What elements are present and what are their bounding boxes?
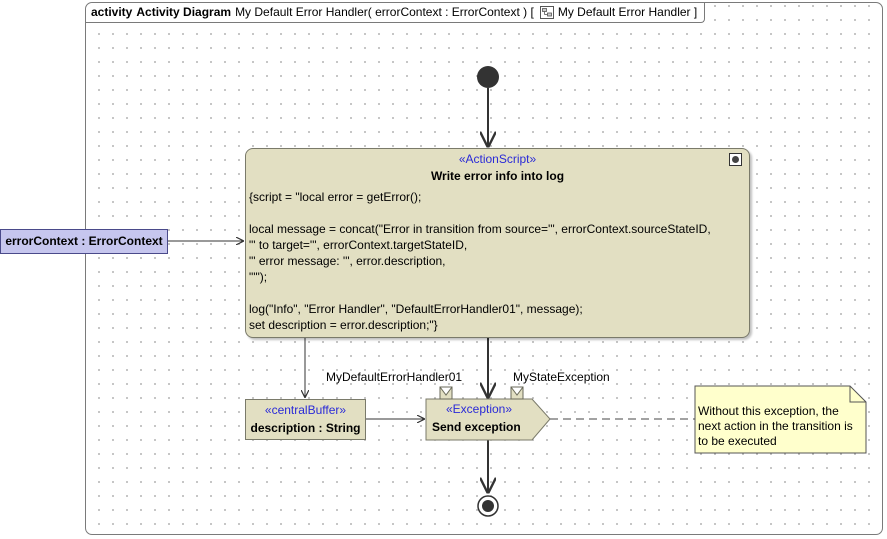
frame-kind: activity	[91, 5, 133, 19]
activity-diagram-icon	[539, 6, 554, 19]
input-pin-2[interactable]	[510, 386, 524, 400]
pin-label-handler: MyDefaultErrorHandler01	[326, 370, 463, 384]
action-name: Write error info into log	[430, 169, 565, 183]
send-signal-name: Send exception	[432, 420, 521, 434]
frame-signature: My Default Error Handler( errorContext :…	[235, 5, 534, 19]
note-text: Without this exception, the next action …	[698, 404, 853, 448]
buffer-name: description : String	[250, 421, 361, 435]
activity-parameter-node[interactable]: errorContext : ErrorContext	[0, 229, 168, 254]
input-pin-1[interactable]	[439, 386, 453, 400]
note-fold	[849, 386, 866, 403]
action-script: {script = "local error = getError(); loc…	[249, 190, 711, 332]
action-write-error-info[interactable]: «ActionScript» Write error info into log…	[245, 148, 750, 338]
send-signal-stereotype: «Exception»	[445, 402, 513, 416]
note-shape[interactable]	[694, 385, 867, 454]
central-buffer-node[interactable]: «centralBuffer» description : String	[245, 399, 366, 440]
frame-header: activity Activity Diagram My Default Err…	[86, 3, 706, 23]
initial-node[interactable]	[477, 66, 499, 88]
buffer-stereotype: «centralBuffer»	[264, 403, 347, 417]
frame-context-name: My Default Error Handler ]	[557, 5, 698, 19]
call-behavior-icon	[729, 153, 742, 166]
frame-diagram-name: Activity Diagram	[136, 5, 232, 19]
activity-final-dot	[482, 500, 494, 512]
action-stereotype: «ActionScript»	[458, 152, 537, 166]
pin-label-exception: MyStateException	[513, 370, 610, 384]
